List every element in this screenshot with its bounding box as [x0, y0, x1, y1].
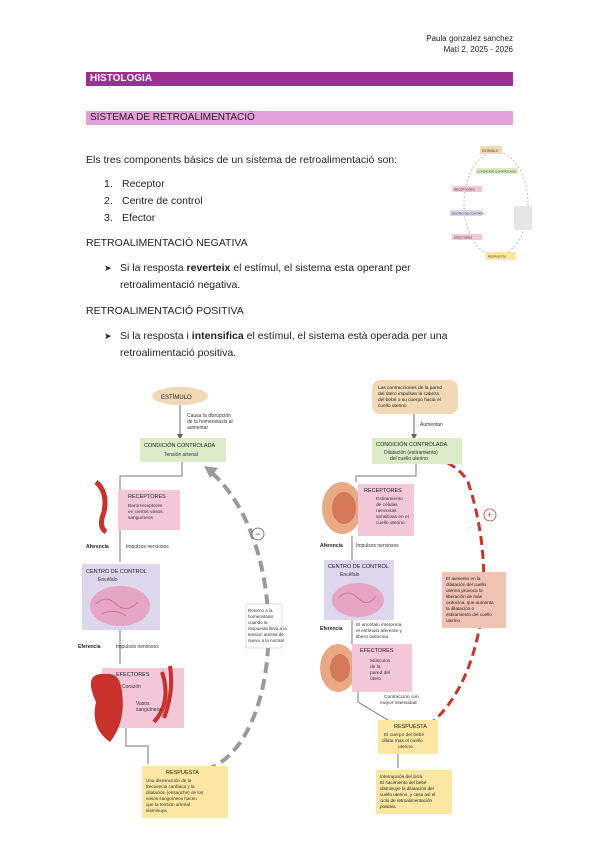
course-info: Matí 2, 2025 - 2026 [443, 45, 513, 54]
list-item: 1.Receptor [104, 178, 165, 190]
negative-feedback-bullet: ➤ Si la resposta reverteix el estímul, e… [104, 262, 411, 291]
thumb-stimulus-box [480, 146, 502, 154]
positive-feedback-heading: RETROALIMENTACIÓ POSITIVA [86, 305, 244, 317]
negative-feedback-diagram: − ESTÍMULO Causa la disrupción de la hom… [78, 387, 288, 818]
svg-text:Impulsos nerviosos: Impulsos nerviosos [126, 544, 169, 550]
receptors-box [118, 490, 180, 530]
thumb-stimulus-label: ESTÍMULO [482, 149, 499, 153]
svg-text:Una disminución de la fr: Una disminución de la frecuencia cardíac… [146, 778, 204, 813]
svg-text:−: − [255, 529, 260, 539]
arrowhead-icon [204, 466, 218, 478]
keyword-reverteix: reverteix [186, 262, 231, 274]
brain-icon [90, 586, 150, 626]
controlled-condition-box [372, 438, 462, 464]
svg-text:CONDICIÓN CONTROLADA: CONDICIÓN CONTROLADA [376, 441, 448, 448]
svg-text:CENTRO DE CONTROL: CENTRO DE CONTROL [86, 569, 147, 575]
afferent-label: Aferencia [86, 544, 109, 550]
blood-vessel-icon [94, 480, 108, 535]
thumb-control-box [450, 210, 482, 216]
thumb-response-box [486, 252, 516, 260]
svg-text:Músculos de la par: Músculos de la pared del útero [370, 658, 392, 682]
thumb-controlled-label: CONDICIÓN CONTROLADA [477, 169, 516, 174]
subsection-title-bar: SISTEMA DE RETROALIMENTACIÓ [86, 111, 513, 125]
svg-text:El cuerpo del bebé dilat: El cuerpo del bebé dilata más el cuello … [382, 732, 425, 750]
svg-text:Aumentan: Aumentan [420, 422, 443, 428]
stimulus-note: Causa la disrupción de la homeostasis al… [187, 413, 234, 431]
blood-vessels-icon [152, 665, 174, 724]
svg-text:Vasos sanguíneos: Vasos sanguíneos [136, 701, 162, 713]
thumb-note-box [514, 206, 532, 230]
receptors-box [358, 484, 414, 536]
svg-text:Encéfalo: Encéfalo [340, 572, 360, 578]
svg-text:Encéfalo: Encéfalo [98, 577, 118, 583]
feedback-thumbnail-diagram: ESTÍMULO CONDICIÓN CONTROLADA RECEPTORES… [450, 146, 532, 260]
positive-feedback-bullet: ➤ Si la resposta i intensifica el estímu… [104, 330, 448, 359]
svg-text:Contracción con mayor in: Contracción con mayor intensidad [380, 694, 420, 706]
svg-text:RESPUESTA: RESPUESTA [394, 724, 427, 730]
svg-text:+: + [487, 510, 492, 520]
svg-text:EFECTORES: EFECTORES [116, 672, 150, 678]
positive-feedback-diagram: + Las contracciones de la pared del úter… [320, 380, 506, 814]
svg-text:CENTRO DE CONTROL: CENTRO DE CONTROL [328, 564, 389, 570]
svg-text:CONDICIÓN CONTROLADA: CONDICIÓN CONTROLADA [144, 442, 216, 449]
svg-text:Retorno a la homeostasis: Retorno a la homeostasis cuando la respu… [248, 608, 288, 643]
keyword-intensifica: intensifica [191, 330, 244, 342]
svg-text:Impulsos nerviosos: Impulsos nerviosos [116, 644, 159, 650]
svg-text:RESPUESTA: RESPUESTA [166, 770, 199, 776]
stimulus-oval [152, 387, 208, 405]
return-note-box [245, 603, 283, 649]
thumb-receptors-label: RECEPTORES [454, 188, 475, 192]
arrowhead-bullet-icon: ➤ [104, 263, 112, 273]
stimulus-label: ESTÍMULO [161, 394, 192, 401]
stimulus-box [372, 380, 458, 414]
svg-text:Interrupción del ciclo.: Interrupción del ciclo. El nacimiento de… [380, 774, 437, 809]
thumb-receptors-box [452, 186, 482, 192]
svg-text:Barorreceptores en ciert: Barorreceptores en ciertos vasos sanguín… [128, 503, 164, 521]
thumb-effectors-box [452, 234, 482, 240]
svg-text:El encéfalo interpreta e: El encéfalo interpreta el estímulo afere… [356, 622, 403, 640]
list-item: 3.Efector [104, 212, 156, 224]
thumb-response-label: RESPUESTA [488, 255, 506, 259]
author-name: Paula gonzalez sanchez [426, 34, 513, 43]
negative-feedback-heading: RETROALIMENTACIÓ NEGATIVA [86, 237, 248, 249]
thumb-controlled-box [476, 168, 518, 174]
svg-text:EFECTORES: EFECTORES [360, 648, 394, 654]
section-title-bar: HISTOLOGIA [86, 72, 513, 86]
list-item: 2.Centre de control [104, 195, 203, 207]
svg-text:RECEPTORES: RECEPTORES [364, 488, 402, 494]
heart-icon [90, 673, 123, 742]
intro-paragraph: Els tres components bàsics de un sistema… [86, 154, 398, 166]
brain-icon [332, 583, 384, 617]
svg-text:Corazón: Corazón [122, 684, 141, 690]
svg-text:RECEPTORES: RECEPTORES [128, 494, 166, 500]
efferent-label: Eferencia [320, 626, 343, 632]
thumb-effectors-label: EFECTORES [454, 236, 472, 240]
side-note-box [442, 572, 506, 628]
response-box [142, 766, 228, 818]
controlled-condition-box [140, 438, 226, 462]
response-box [378, 720, 438, 754]
svg-text:El aumento en la dilatac: El aumento en la dilatación del cuello u… [446, 576, 495, 623]
components-list: 1.Receptor 2.Centre de control 3.Efector [104, 176, 203, 227]
svg-text:Dilatación (estiramiento): Dilatación (estiramiento) del cuello ute… [384, 450, 439, 462]
effectors-box [352, 644, 412, 692]
positive-sign-icon [483, 508, 497, 522]
cycle-end-box [376, 770, 452, 814]
arrowhead-bullet-icon: ➤ [104, 331, 112, 341]
svg-text:Las contracciones de la pared: Las contracciones de la pared del útero … [378, 385, 443, 409]
svg-text:Estiramiento de células: Estiramiento de células nerviosas sensit… [376, 496, 410, 526]
svg-text:Tensión arterial: Tensión arterial [164, 452, 198, 458]
author-block: Paula gonzalez sanchez Matí 2, 2025 - 20… [426, 33, 513, 55]
efferent-label: Eferencia [78, 644, 101, 650]
negative-sign-icon [251, 527, 265, 541]
svg-text:Impulsos nerviosos: Impulsos nerviosos [356, 543, 399, 549]
thumb-control-label: CENTRO DE CONTROL [451, 212, 485, 216]
afferent-label: Aferencia [320, 543, 343, 549]
